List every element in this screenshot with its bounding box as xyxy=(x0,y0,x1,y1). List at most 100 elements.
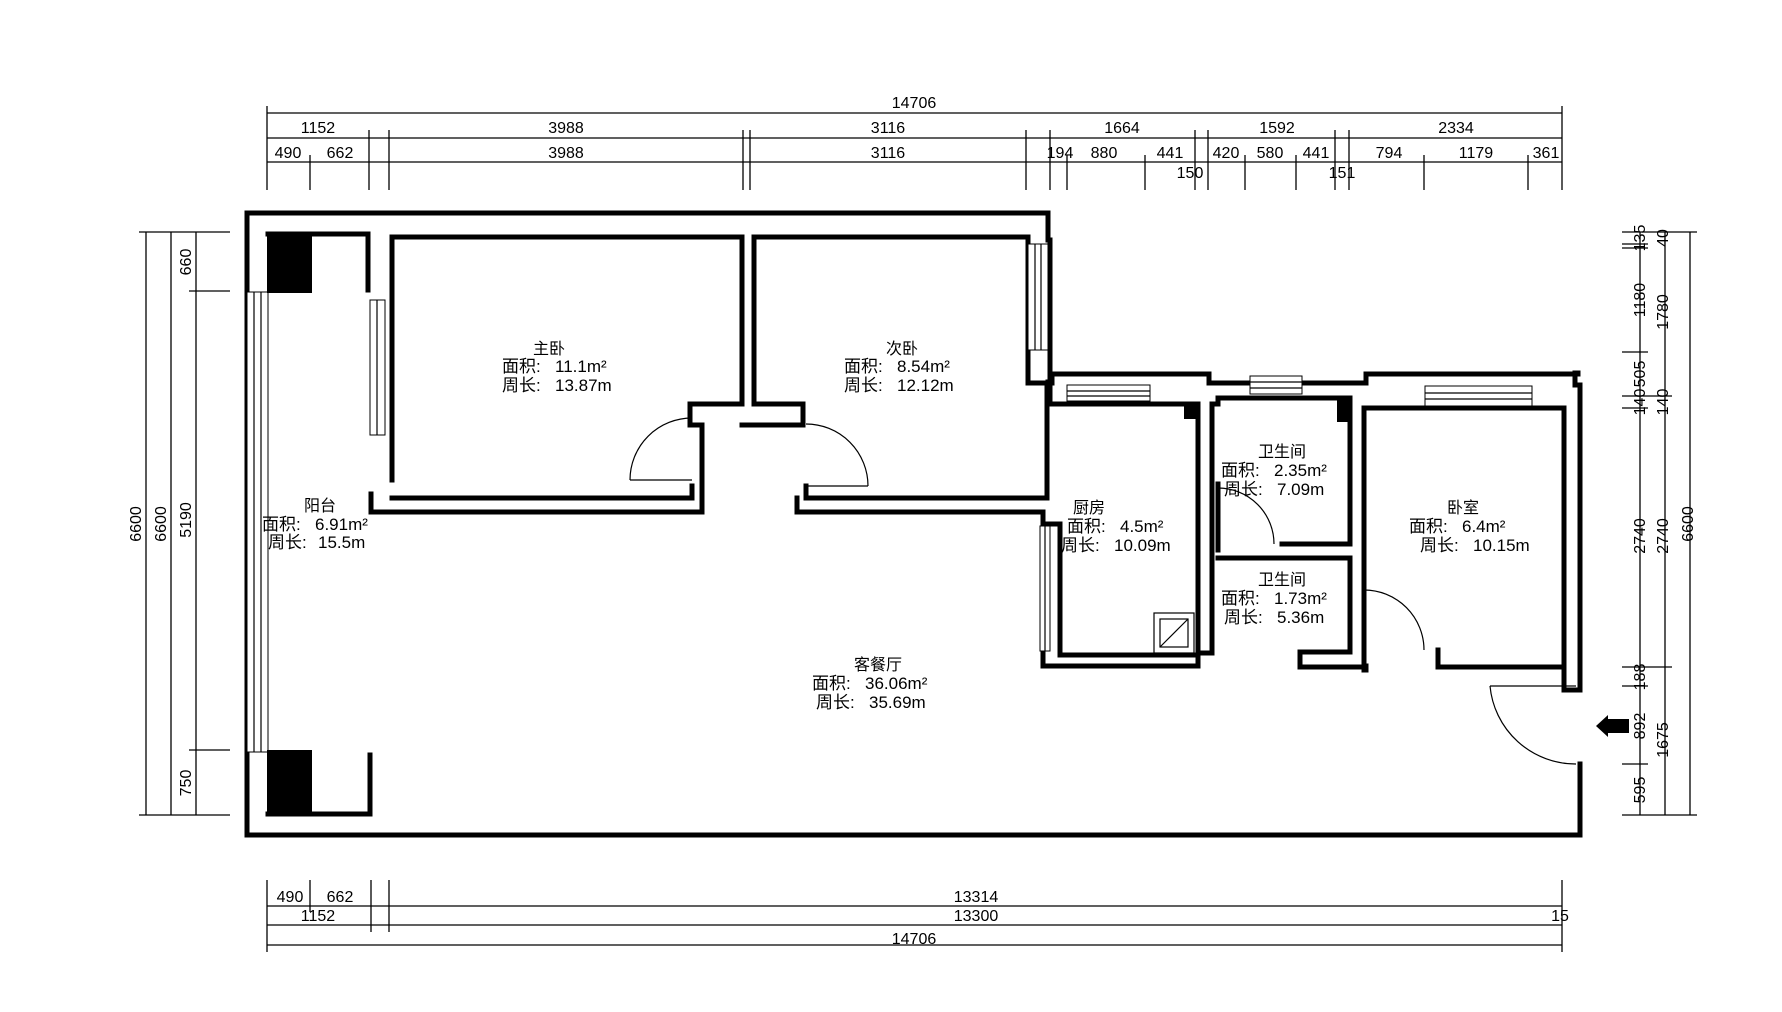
second-door-swing xyxy=(805,423,869,487)
bathroom-1-inner xyxy=(1209,395,1353,547)
column-top xyxy=(267,235,312,293)
entry-door-swing xyxy=(1489,685,1577,765)
bathroom-column xyxy=(1337,396,1349,422)
dim-label: 580 xyxy=(1257,145,1284,162)
dim-label: 1780 xyxy=(1655,294,1672,330)
dim-label: 1179 xyxy=(1459,145,1494,162)
room-name: 卫生间 xyxy=(1258,571,1306,589)
dim-label: 135 xyxy=(1632,225,1649,252)
area-label: 面积: xyxy=(1221,589,1260,608)
room-name: 厨房 xyxy=(1073,499,1105,517)
perimeter-value: 10.15m xyxy=(1473,536,1530,555)
room-name: 次卧 xyxy=(886,340,918,358)
dim-label: 151 xyxy=(1329,165,1356,182)
windows xyxy=(246,243,1533,753)
dim-label: 505 xyxy=(1632,361,1649,388)
dim-label: 140 xyxy=(1632,389,1649,416)
perimeter-label: 周长: xyxy=(1224,608,1263,627)
area-label: 面积: xyxy=(812,674,851,693)
perimeter-label: 周长: xyxy=(1420,536,1459,555)
kitchen-stove xyxy=(1153,612,1195,654)
walls xyxy=(244,210,1583,838)
area-label: 面积: xyxy=(1409,517,1448,536)
room-name: 主卧 xyxy=(533,340,565,358)
area-value: 4.5m² xyxy=(1120,517,1164,536)
dim-label: 660 xyxy=(178,249,195,276)
area-label: 面积: xyxy=(1221,461,1260,480)
entry-arrow-icon xyxy=(1607,719,1629,733)
dim-label: 140 xyxy=(1655,389,1672,416)
perimeter-label: 周长: xyxy=(844,376,883,395)
dim-label: 194 xyxy=(1047,145,1074,162)
corridor-wall xyxy=(739,401,806,428)
balcony-window xyxy=(246,291,269,753)
dim-label: 6600 xyxy=(153,506,170,542)
dim-label: 880 xyxy=(1091,145,1118,162)
dim-label: 13300 xyxy=(954,908,999,925)
bottom-dimensions: 490 662 13314 15 1152 13300 14706 xyxy=(266,880,1569,952)
area-label: 面积: xyxy=(262,515,301,534)
bedroom-window xyxy=(1424,385,1533,407)
dim-label: 5190 xyxy=(178,502,195,538)
dim-label: 1152 xyxy=(301,908,336,925)
room-name: 客餐厅 xyxy=(854,656,902,674)
master-bedroom-inner xyxy=(389,483,695,501)
bedroom-door-swing xyxy=(1363,589,1425,651)
dim-label: 2740 xyxy=(1655,518,1672,554)
dim-label: 3988 xyxy=(548,145,584,162)
dim-label: 40 xyxy=(1655,229,1672,247)
dim-label: 490 xyxy=(275,145,302,162)
area-value: 6.91m² xyxy=(315,515,368,534)
perimeter-label: 周长: xyxy=(268,533,307,552)
right-dimensions: 135 40 1180 505 140 140 2740 188 892 595… xyxy=(1622,225,1697,816)
room-name: 卧室 xyxy=(1447,499,1479,517)
area-value: 1.73m² xyxy=(1274,589,1327,608)
dim-label: 750 xyxy=(178,770,195,797)
bathroom-1-wall xyxy=(1195,401,1215,656)
second-bedroom-window xyxy=(1027,243,1049,351)
perimeter-value: 35.69m xyxy=(869,693,926,712)
building-outline xyxy=(244,210,1583,838)
area-value: 36.06m² xyxy=(865,674,928,693)
second-bedroom-lower xyxy=(803,380,1050,501)
bathroom-window xyxy=(1249,375,1303,395)
dim-label: 3116 xyxy=(871,145,906,162)
area-value: 8.54m² xyxy=(897,357,950,376)
area-value: 2.35m² xyxy=(1274,461,1327,480)
entry-wall xyxy=(1561,664,1583,693)
kitchen-wall xyxy=(1040,380,1201,669)
area-value: 6.4m² xyxy=(1462,517,1506,536)
room-labels: 主卧 面积: 11.1m² 周长: 13.87m 次卧 面积: 8.54m² 周… xyxy=(262,340,1530,712)
dim-label: 6600 xyxy=(128,506,145,542)
dim-label: 420 xyxy=(1213,145,1240,162)
column-bottom xyxy=(267,750,312,813)
dim-label: 1180 xyxy=(1632,283,1649,318)
dim-label: 1664 xyxy=(1104,120,1140,137)
dim-label: 662 xyxy=(327,145,354,162)
room-name: 阳台 xyxy=(304,497,336,515)
kitchen-window xyxy=(1066,384,1151,402)
dim-label: 188 xyxy=(1632,664,1649,691)
dim-label: 662 xyxy=(327,889,354,906)
perimeter-value: 13.87m xyxy=(555,376,612,395)
dim-label: 595 xyxy=(1632,777,1649,804)
dim-label: 150 xyxy=(1177,165,1204,182)
dim-label: 441 xyxy=(1303,145,1330,162)
corridor-wall-2 xyxy=(794,495,1046,515)
dim-label: 2740 xyxy=(1632,518,1649,554)
perimeter-label: 周长: xyxy=(502,376,541,395)
dim-label: 441 xyxy=(1157,145,1184,162)
perimeter-value: 7.09m xyxy=(1277,480,1324,499)
perimeter-value: 15.5m xyxy=(318,533,365,552)
perimeter-value: 12.12m xyxy=(897,376,954,395)
dim-label: 892 xyxy=(1632,713,1649,740)
room-name: 卫生间 xyxy=(1258,443,1306,461)
balcony-inner-bottom xyxy=(265,752,373,817)
second-bedroom-wall xyxy=(751,234,1031,407)
dim-label: 794 xyxy=(1376,145,1403,162)
dim-label: 1592 xyxy=(1259,120,1295,137)
master-door-swing xyxy=(629,417,693,481)
dim-label: 14706 xyxy=(892,931,937,948)
kitchen-column xyxy=(1184,405,1196,419)
